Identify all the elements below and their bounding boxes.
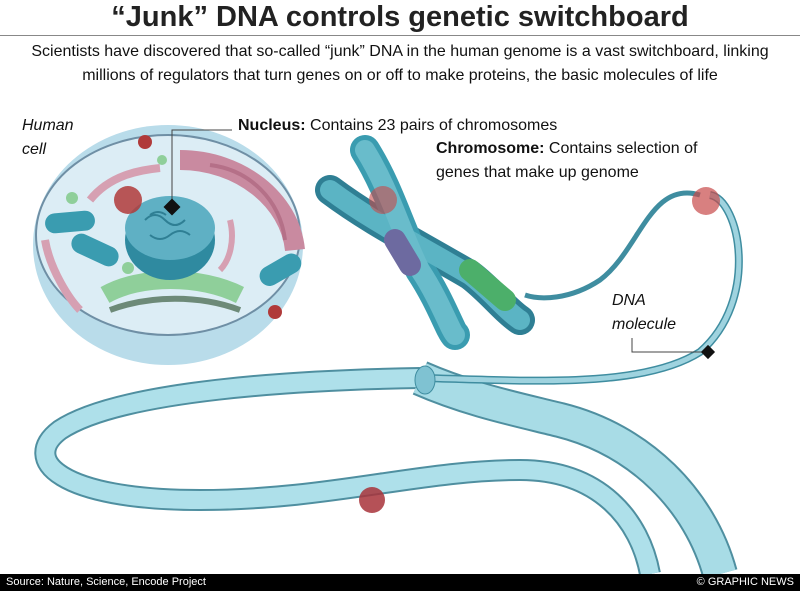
chromosome-illustration <box>315 135 535 350</box>
nucleus-label: Nucleus: Contains 23 pairs of chromosome… <box>238 114 557 138</box>
dna-molecule-illustration <box>34 187 743 580</box>
chromosome-desc: Contains selection of genes that make up… <box>436 140 698 181</box>
nucleus-leader <box>171 129 232 207</box>
nucleus-marker <box>163 198 181 216</box>
credit-text: © GRAPHIC NEWS <box>696 576 794 588</box>
subtitle: Scientists have discovered that so-calle… <box>31 43 769 84</box>
cell-illustration <box>33 125 305 365</box>
dna-marker <box>359 487 385 513</box>
chromosome-label: Chromosome: Contains selection of genes … <box>436 137 736 185</box>
title-divider <box>0 35 800 36</box>
dna-pointer <box>700 344 716 360</box>
footer: Source: Nature, Science, Encode Project … <box>0 574 800 591</box>
dna-leader <box>631 338 708 353</box>
page-title: “Junk” DNA controls genetic switchboard <box>111 1 689 33</box>
chromosome-term: Chromosome: <box>436 140 545 157</box>
dna-label: DNA molecule <box>612 292 677 333</box>
cell-label: Human cell <box>22 117 74 158</box>
source-text: Source: Nature, Science, Encode Project <box>6 576 206 588</box>
nucleus-term: Nucleus: <box>238 117 306 134</box>
nucleus-desc: Contains 23 pairs of chromosomes <box>305 117 558 134</box>
